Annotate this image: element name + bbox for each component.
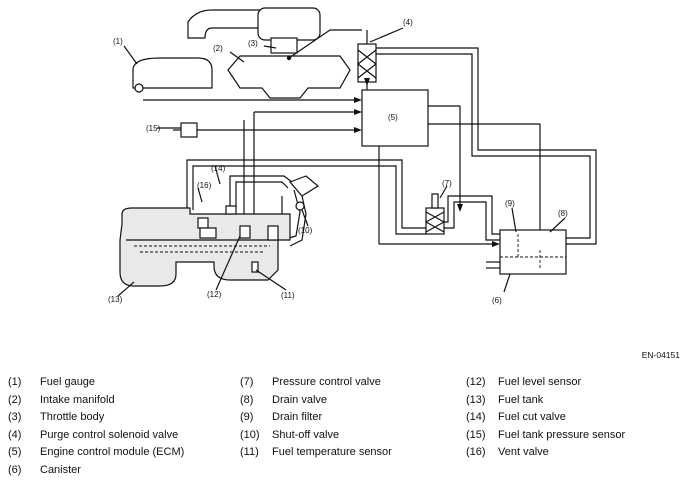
legend-column: (7) Pressure control valve (8) Drain valve… xyxy=(240,374,392,462)
ecm-box xyxy=(361,89,429,147)
legend-label: Fuel temperature sensor xyxy=(272,446,392,459)
callouts: (1) (2) (3) (4) (5) (6) (7) (8) (9) (10)… xyxy=(108,18,568,305)
legend-column: (1) Fuel gauge (2) Intake manifold (3) Thro… xyxy=(8,374,184,480)
legend-number: (14) xyxy=(466,411,486,424)
legend-item: (6) Canister xyxy=(8,462,184,480)
purge-solenoid-valve-icon xyxy=(357,30,377,83)
callout-6: (6) xyxy=(492,296,502,305)
callout-1: (1) xyxy=(113,37,123,46)
callout-14: (14) xyxy=(211,164,226,173)
legend-item: (14) Fuel cut valve xyxy=(466,409,625,427)
legend-number: (1) xyxy=(8,376,22,388)
legend-label: Fuel tank pressure sensor xyxy=(498,428,626,441)
legend-item: (9) Drain filter xyxy=(240,409,392,427)
evap-hoses xyxy=(186,47,597,245)
callout-8: (8) xyxy=(558,209,568,218)
legend-label: Throttle body xyxy=(40,411,105,424)
legend-item: (5) Engine control module (ECM) xyxy=(8,444,184,462)
legend-number: (2) xyxy=(8,393,22,406)
legend-number: (10) xyxy=(240,428,260,441)
callout-3: (3) xyxy=(248,39,258,48)
legend-number: (6) xyxy=(8,463,22,476)
legend-item: (15) Fuel tank pressure sensor xyxy=(466,427,625,445)
filler-neck xyxy=(281,175,320,247)
callout-4: (4) xyxy=(403,18,413,27)
callout-12: (12) xyxy=(207,290,222,299)
legend-label: Vent valve xyxy=(498,446,549,459)
legend-label: Purge control solenoid valve xyxy=(40,428,179,441)
legend-item: (8) Drain valve xyxy=(240,392,392,410)
fuel-gauge-icon xyxy=(132,57,213,93)
legend-number: (9) xyxy=(240,411,254,424)
canister-icon xyxy=(486,229,567,275)
legend-item: (13) Fuel tank xyxy=(466,392,625,410)
callout-7: (7) xyxy=(442,179,452,188)
leader-lines xyxy=(117,27,566,297)
legend-item: (2) Intake manifold xyxy=(8,392,184,410)
legend-number: (13) xyxy=(466,393,486,406)
legend-label: Fuel gauge xyxy=(40,376,96,388)
legend-item: (7) Pressure control valve xyxy=(240,374,392,392)
legend-number: (8) xyxy=(240,393,254,406)
legend-number: (12) xyxy=(466,376,486,388)
legend-label: Fuel cut valve xyxy=(498,411,566,424)
legend-label: Pressure control valve xyxy=(272,376,381,388)
legend-number: (15) xyxy=(466,428,486,441)
legend-number: (11) xyxy=(240,446,259,459)
legend-column: (12) Fuel level sensor (13) Fuel tank (14)… xyxy=(466,374,625,462)
legend-number: (16) xyxy=(466,446,486,459)
legend: (1) Fuel gauge (2) Intake manifold (3) Thro… xyxy=(8,374,688,484)
callout-9: (9) xyxy=(505,199,515,208)
callout-15: (15) xyxy=(146,124,161,133)
evap-system-diagram: (1) (2) (3) (4) (5) (6) (7) (8) (9) (10)… xyxy=(108,7,597,305)
legend-label: Shut-off valve xyxy=(272,428,340,441)
pressure-control-valve-icon xyxy=(425,193,445,235)
legend-label: Fuel level sensor xyxy=(498,376,582,388)
legend-label: Canister xyxy=(40,463,81,476)
callout-2: (2) xyxy=(213,44,223,53)
legend-item: (10) Shut-off valve xyxy=(240,427,392,445)
intake-assembly xyxy=(187,7,362,99)
legend-item: (1) Fuel gauge xyxy=(8,374,184,392)
legend-number: (7) xyxy=(240,376,254,388)
legend-number: (4) xyxy=(8,428,22,441)
callout-16: (16) xyxy=(197,181,212,190)
legend-item: (11) Fuel temperature sensor xyxy=(240,444,392,462)
callout-10: (10) xyxy=(298,226,313,235)
pressure-sensor-icon xyxy=(173,122,198,138)
legend-number: (3) xyxy=(8,411,22,424)
legend-label: Drain valve xyxy=(272,393,328,406)
legend-item: (16) Vent valve xyxy=(466,444,625,462)
legend-label: Drain filter xyxy=(272,411,323,424)
legend-label: Engine control module (ECM) xyxy=(40,446,185,459)
wiring xyxy=(143,78,543,262)
fuel-tank-icon xyxy=(119,205,291,287)
document-code: EN-04151 xyxy=(641,350,680,360)
callout-5: (5) xyxy=(388,113,398,122)
legend-item: (3) Throttle body xyxy=(8,409,184,427)
legend-number: (5) xyxy=(8,446,22,459)
legend-label: Fuel tank xyxy=(498,393,544,406)
callout-11: (11) xyxy=(281,291,295,300)
callout-13: (13) xyxy=(108,295,123,304)
legend-label: Intake manifold xyxy=(40,393,115,406)
legend-item: (4) Purge control solenoid valve xyxy=(8,427,184,445)
legend-item: (12) Fuel level sensor xyxy=(466,374,625,392)
